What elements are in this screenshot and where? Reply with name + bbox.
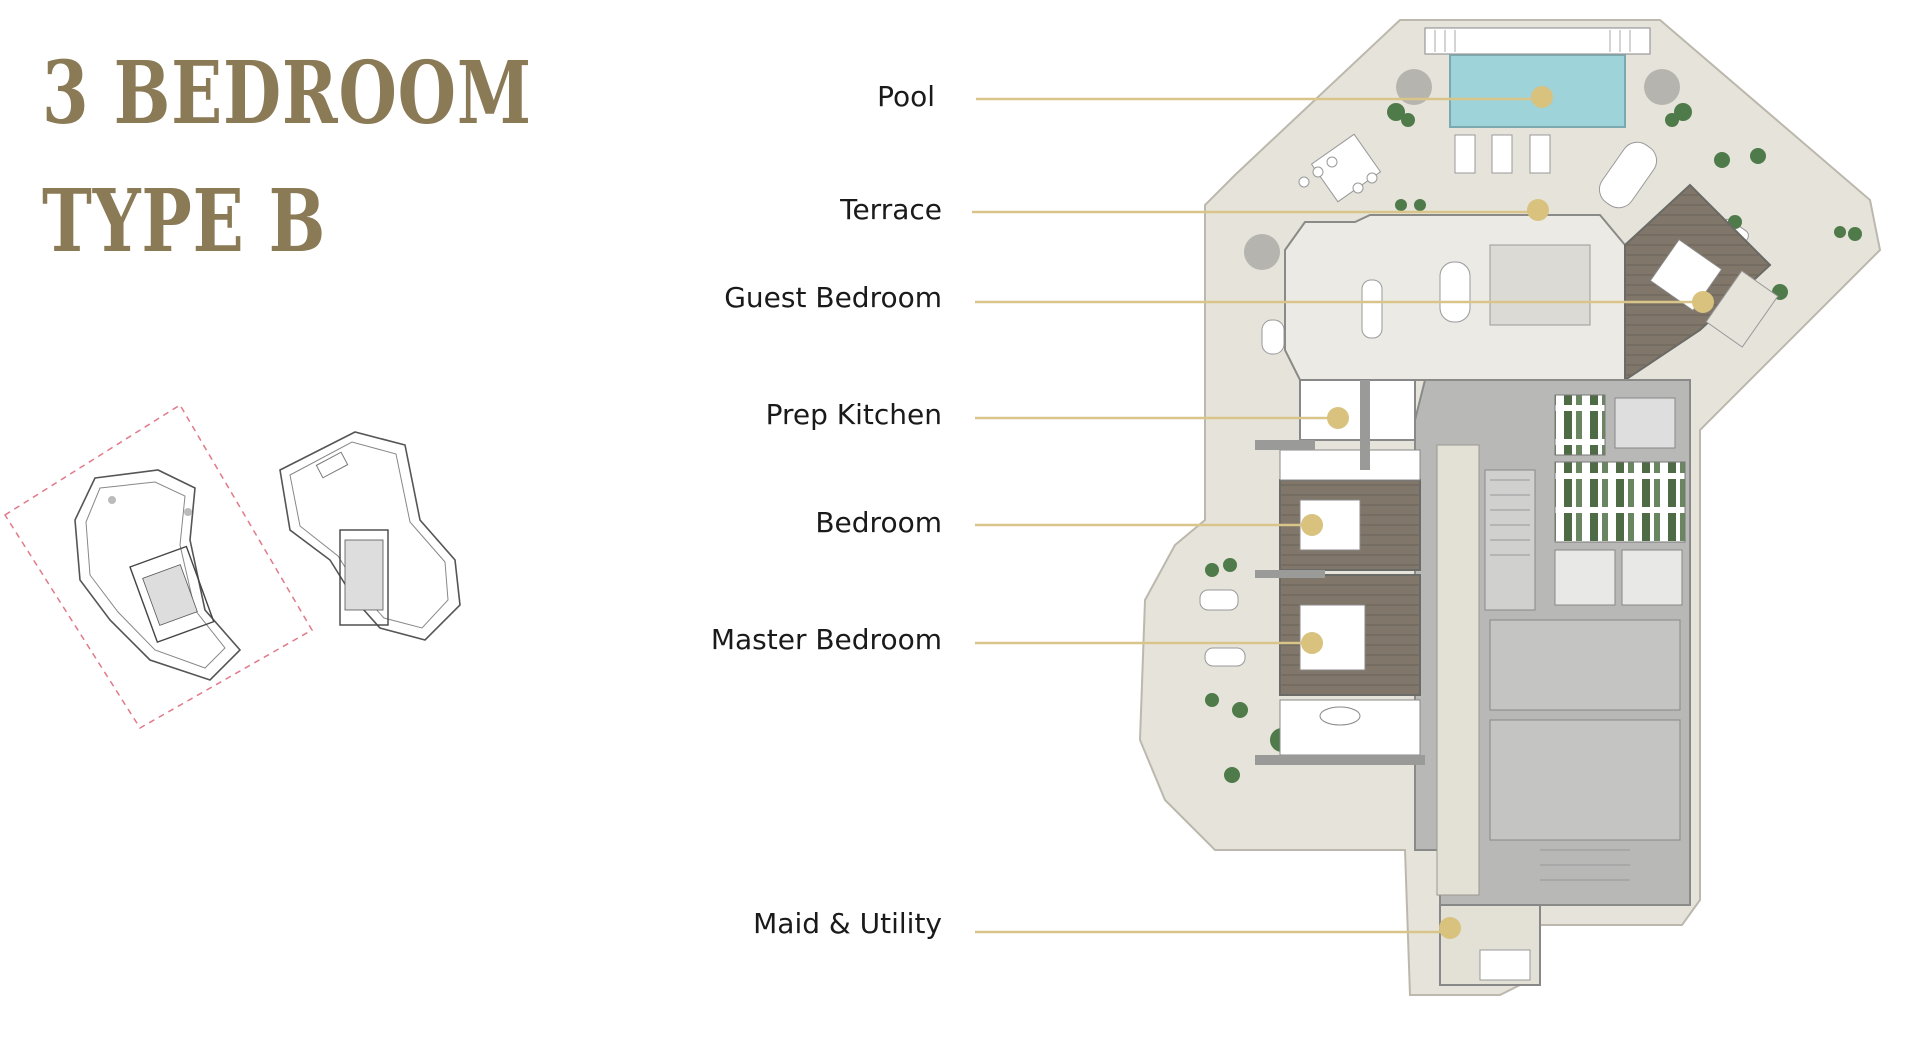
- pool-area: [1449, 54, 1626, 128]
- label-prep-kitchen: Prep Kitchen: [765, 398, 942, 431]
- master-bedroom-marker: [1301, 632, 1323, 654]
- label-guest-bedroom: Guest Bedroom: [724, 281, 942, 314]
- label-bedroom: Bedroom: [815, 506, 942, 539]
- green-screen: [1554, 461, 1686, 543]
- plan-title-line-1: 3 BEDROOM: [42, 43, 532, 144]
- maid-utility-marker: [1439, 917, 1461, 939]
- label-master-bedroom: Master Bedroom: [710, 623, 942, 656]
- terrace-marker: [1527, 199, 1549, 221]
- plan-title: 3 BEDROOM TYPE B: [42, 30, 532, 286]
- prep-kitchen-marker: [1327, 407, 1349, 429]
- key-plan-other-unit: [279, 431, 461, 641]
- bedroom-marker: [1301, 514, 1323, 536]
- label-terrace: Terrace: [840, 193, 942, 226]
- plan-title-line-2: TYPE B: [42, 171, 327, 272]
- key-plan-highlighted-unit: [3, 403, 314, 730]
- label-pool: Pool: [877, 80, 935, 113]
- prep-kitchen-area: [1299, 379, 1416, 441]
- label-maid-utility: Maid & Utility: [753, 907, 942, 940]
- pool-marker: [1531, 86, 1553, 108]
- green-wall: [1554, 394, 1606, 456]
- guest-bedroom-marker: [1692, 291, 1714, 313]
